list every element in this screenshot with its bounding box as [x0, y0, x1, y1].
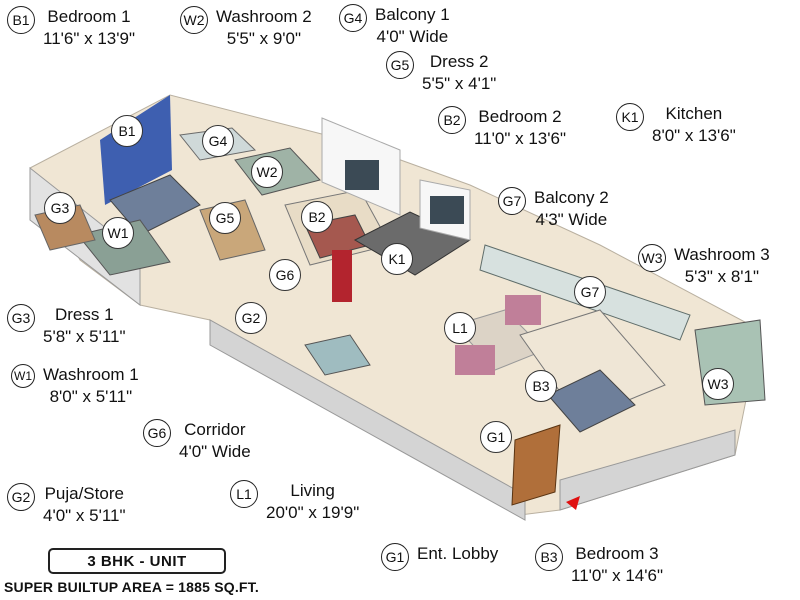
legend-code: L1 [230, 480, 258, 508]
room-dims: 5'8" x 5'11" [43, 327, 126, 346]
bedroom3-bed [547, 369, 636, 433]
room-name: Kitchen [665, 104, 723, 123]
legend-l1: L1 Living 20'0" x 19'9" [230, 480, 359, 524]
legend-k1: K1 Kitchen 8'0" x 13'6" [616, 103, 736, 147]
marker-g7: G7 [574, 276, 606, 308]
room-name: Washroom 2 [216, 7, 312, 26]
marker-b2: B2 [301, 201, 333, 233]
legend-code: B2 [438, 106, 466, 134]
legend-code: G6 [143, 419, 171, 447]
room-name: Balcony 1 [375, 5, 450, 24]
marker-k1: K1 [381, 243, 413, 275]
marker-w2: W2 [251, 156, 283, 188]
legend-code: K1 [616, 103, 644, 131]
marker-g2: G2 [235, 302, 267, 334]
fridge [332, 250, 352, 302]
living-sofa-2 [505, 295, 541, 325]
legend-code: W1 [11, 364, 35, 388]
marker-b3: B3 [525, 370, 557, 402]
bedroom2-window [345, 160, 379, 190]
room-name: Bedroom 1 [47, 7, 131, 26]
marker-l1: L1 [444, 312, 476, 344]
kitchen-window [430, 196, 464, 224]
unit-type-label: 3 BHK - UNIT [48, 548, 226, 574]
legend-code: G2 [7, 483, 35, 511]
legend-g2: G2 Puja/Store 4'0" x 5'11" [7, 483, 126, 527]
legend-code: G7 [498, 187, 526, 215]
legend-g6: G6 Corridor 4'0" Wide [143, 419, 251, 463]
marker-g5: G5 [209, 202, 241, 234]
legend-code: B1 [7, 6, 35, 34]
legend-code: W2 [180, 6, 208, 34]
room-dims: 20'0" x 19'9" [266, 503, 360, 522]
marker-g3: G3 [44, 192, 76, 224]
room-name: Washroom 3 [674, 245, 770, 264]
outer-wall-bottom [209, 319, 526, 521]
legend-b2: B2 Bedroom 2 11'0" x 13'6" [438, 106, 566, 150]
marker-g1: G1 [480, 421, 512, 453]
room-dims: 8'0" x 5'11" [49, 387, 133, 406]
room-name: Washroom 1 [43, 365, 139, 384]
entry-arrow [566, 496, 580, 510]
marker-g6: G6 [269, 259, 301, 291]
legend-g4: G4 Balcony 1 4'0" Wide [339, 4, 450, 48]
room-dims: 4'0" Wide [376, 27, 449, 46]
entrance-door [511, 424, 561, 506]
marker-w3: W3 [702, 368, 734, 400]
legend-code: B3 [535, 543, 563, 571]
room-dims: 11'0" x 14'6" [571, 566, 663, 585]
super-builtup-area: SUPER BUILTUP AREA = 1885 SQ.FT. [4, 579, 259, 595]
bedroom1-accent-wall [100, 95, 172, 205]
legend-g3: G3 Dress 1 5'8" x 5'11" [7, 304, 126, 348]
room-name: Bedroom 3 [575, 544, 659, 563]
room-dims: 5'5" x 4'1" [422, 74, 497, 93]
room-name: Dress 1 [54, 305, 114, 324]
legend-g7: G7 Balcony 2 4'3" Wide [498, 187, 609, 231]
room-dims: 4'0" Wide [179, 442, 251, 461]
living-sofa-1 [455, 345, 495, 375]
legend-code: G4 [339, 4, 367, 32]
legend-code: W3 [638, 244, 666, 272]
room-dims: 11'6" x 13'9" [43, 29, 135, 48]
legend-b3: B3 Bedroom 3 11'0" x 14'6" [535, 543, 663, 587]
room-name: Balcony 2 [534, 188, 609, 207]
room-name: Bedroom 2 [478, 107, 562, 126]
legend-w2: W2 Washroom 2 5'5" x 9'0" [180, 6, 312, 50]
dining-table [304, 334, 371, 376]
room-name: Ent. Lobby [417, 544, 499, 563]
room-name: Living [290, 481, 335, 500]
room-dims: 4'3" Wide [535, 210, 608, 229]
room-dims: 11'0" x 13'6" [474, 129, 566, 148]
marker-w1: W1 [102, 217, 134, 249]
legend-code: G3 [7, 304, 35, 332]
legend-g5: G5 Dress 2 5'5" x 4'1" [386, 51, 496, 95]
legend-b1: B1 Bedroom 1 11'6" x 13'9" [7, 6, 135, 50]
marker-g4: G4 [202, 125, 234, 157]
room-name: Corridor [184, 420, 246, 439]
room-dims: 5'5" x 9'0" [226, 29, 302, 48]
room-dims: 5'3" x 8'1" [684, 267, 760, 286]
legend-w3: W3 Washroom 3 5'3" x 8'1" [638, 244, 770, 288]
legend-code: G5 [386, 51, 414, 79]
outer-wall-right [559, 429, 736, 511]
room-dims: 8'0" x 13'6" [652, 126, 736, 145]
marker-b1: B1 [111, 115, 143, 147]
legend-code: G1 [381, 543, 409, 571]
legend-g1: G1 Ent. Lobby [381, 543, 498, 571]
room-name: Dress 2 [429, 52, 489, 71]
room-name: Puja/Store [44, 484, 124, 503]
room-dims: 4'0" x 5'11" [43, 506, 126, 525]
legend-w1: W1 Washroom 1 8'0" x 5'11" [11, 364, 139, 408]
